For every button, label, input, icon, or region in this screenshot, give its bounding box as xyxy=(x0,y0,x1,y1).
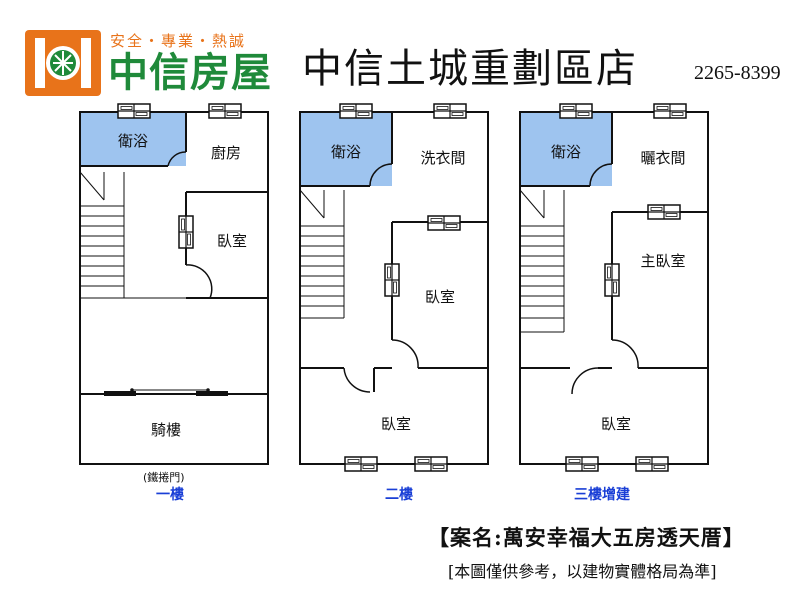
room-label: 廚房 xyxy=(211,144,241,162)
floor-1-window xyxy=(178,215,194,249)
room-label: 洗衣間 xyxy=(420,149,465,167)
room-label: 臥室 xyxy=(601,415,631,433)
floor-1-caption: 一樓 xyxy=(156,487,184,503)
disclaimer-note: [本圖僅供參考，以建物實體格局為準] xyxy=(448,562,717,581)
floor-2-plan xyxy=(299,111,489,465)
floor-3-plan xyxy=(519,111,709,465)
floor-3-window xyxy=(635,456,669,472)
slogan: 安全・專業・熱誠 xyxy=(110,32,247,50)
floor-2-window xyxy=(427,215,461,231)
floor-1-window xyxy=(117,103,151,119)
floor-3-window xyxy=(604,263,620,297)
floor-3-window xyxy=(559,103,593,119)
floor-2-window xyxy=(339,103,373,119)
floor-1-window xyxy=(208,103,242,119)
room-label: 臥室 xyxy=(217,232,247,250)
floor-2-window xyxy=(344,456,378,472)
floor-2-window xyxy=(414,456,448,472)
floor-3-window xyxy=(565,456,599,472)
room-label: 衛浴 xyxy=(118,132,148,150)
gate-label: (鐵捲門) xyxy=(143,471,185,484)
store-name: 中信土城重劃區店 xyxy=(302,46,638,92)
brand-name: 中信房屋 xyxy=(108,50,272,96)
floor-2-caption: 二樓 xyxy=(385,487,413,503)
floor-1-plan xyxy=(79,111,269,465)
logo-icon xyxy=(25,30,101,96)
floor-3-caption: 三樓增建 xyxy=(574,487,630,503)
room-label: 衛浴 xyxy=(331,143,361,161)
room-label: 主臥室 xyxy=(640,252,685,270)
floor-3-window xyxy=(647,204,681,220)
room-label: 衛浴 xyxy=(551,143,581,161)
room-label: 騎樓 xyxy=(151,421,181,439)
room-label: 曬衣間 xyxy=(640,149,685,167)
floor-3-window xyxy=(653,103,687,119)
room-label: 臥室 xyxy=(425,288,455,306)
floor-2-window xyxy=(384,263,400,297)
room-label: 臥室 xyxy=(381,415,411,433)
case-title: 【案名:萬安幸福大五房透天厝】 xyxy=(428,525,745,550)
floor-2-window xyxy=(433,103,467,119)
phone-number: 2265-8399 xyxy=(694,62,781,84)
